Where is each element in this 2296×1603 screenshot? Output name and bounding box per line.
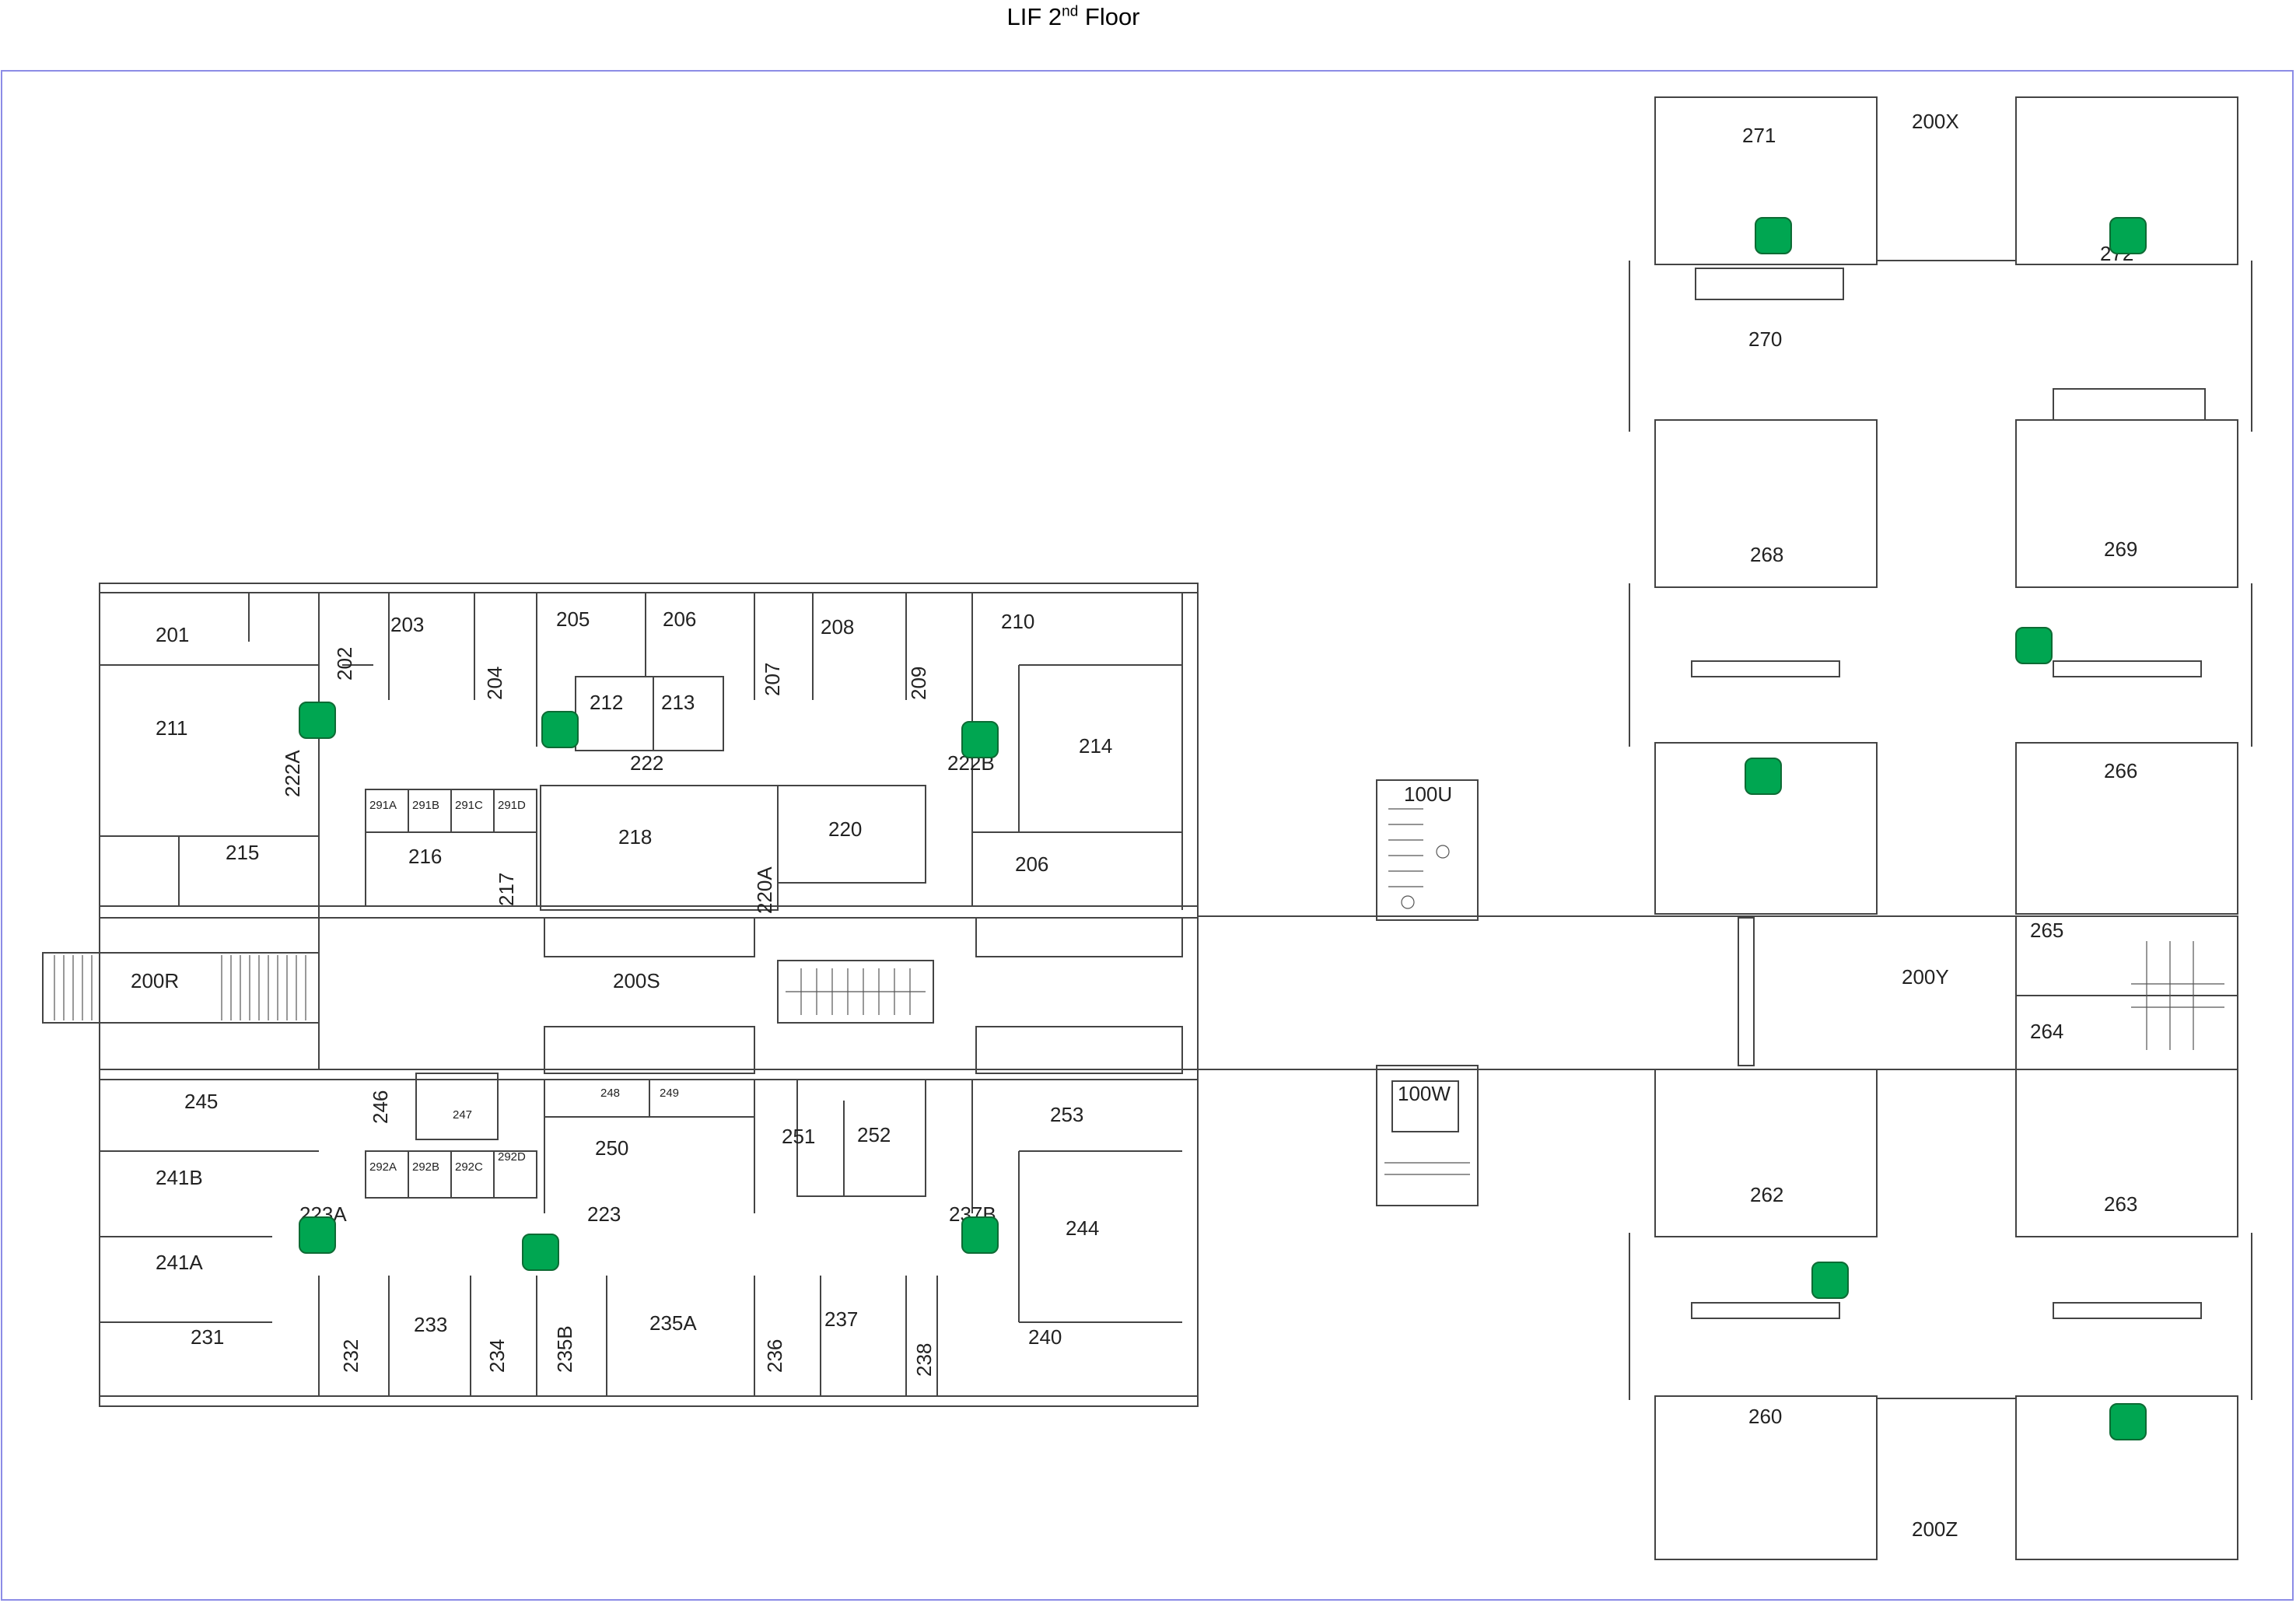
room-label: 100U — [1404, 782, 1452, 806]
room-label: 292B — [412, 1160, 439, 1174]
room-label: 250 — [595, 1136, 628, 1160]
map-marker[interactable] — [1745, 758, 1782, 795]
room-label: 200X — [1912, 110, 1959, 133]
room-label: 292C — [455, 1160, 483, 1174]
map-marker[interactable] — [2109, 1403, 2147, 1440]
room-label: 247 — [453, 1108, 472, 1122]
room-label: 203 — [390, 613, 424, 636]
location-markers — [299, 217, 2147, 1440]
room-label: 248 — [600, 1087, 620, 1100]
map-marker[interactable] — [961, 1216, 999, 1254]
room-label: 291A — [369, 799, 397, 812]
room-label: 271 — [1742, 124, 1776, 147]
map-marker[interactable] — [541, 711, 579, 748]
room-label: 241A — [156, 1251, 203, 1274]
connector-walls — [1198, 779, 1664, 1206]
room-label: 231 — [191, 1325, 224, 1349]
room-label: 217 — [495, 873, 518, 906]
room-label: 202 — [333, 647, 356, 681]
room-label: 220A — [753, 866, 776, 914]
map-marker[interactable] — [2109, 217, 2147, 254]
map-marker[interactable] — [961, 721, 999, 758]
room-label: 211 — [156, 716, 187, 740]
map-marker[interactable] — [2015, 627, 2053, 664]
room-label: 234 — [485, 1339, 509, 1373]
room-label: 214 — [1079, 734, 1112, 758]
room-label: 215 — [226, 841, 259, 864]
room-label: 245 — [184, 1090, 218, 1113]
room-label: 238 — [912, 1343, 936, 1377]
room-label: 209 — [907, 667, 930, 700]
room-label: 268 — [1750, 543, 1783, 566]
room-label: 222 — [630, 751, 663, 775]
room-label: 263 — [2104, 1192, 2137, 1216]
room-label: 222A — [281, 750, 304, 797]
room-label: 237 — [824, 1307, 858, 1331]
room-label: 292D — [498, 1150, 526, 1164]
room-label: 252 — [857, 1123, 891, 1146]
map-frame — [1, 70, 2294, 1601]
room-label: 236 — [763, 1339, 786, 1373]
map-marker[interactable] — [299, 702, 336, 739]
room-label: 269 — [2104, 537, 2137, 561]
room-label: 223 — [587, 1202, 621, 1226]
room-label: 291C — [455, 799, 483, 812]
room-label: 200Z — [1912, 1517, 1958, 1541]
room-label: 218 — [618, 825, 652, 849]
room-label: 212 — [590, 691, 623, 714]
room-label: 235B — [553, 1325, 576, 1373]
room-label: 206 — [663, 607, 696, 631]
room-label: 200Y — [1902, 965, 1949, 989]
room-label: 291D — [498, 799, 526, 812]
room-label: 241B — [156, 1166, 203, 1189]
room-label: 200S — [613, 969, 660, 992]
room-label: 246 — [369, 1090, 392, 1124]
room-label: 205 — [556, 607, 590, 631]
room-label: 264 — [2030, 1020, 2063, 1043]
room-label: 262 — [1750, 1183, 1783, 1206]
room-label: 213 — [661, 691, 695, 714]
map-marker[interactable] — [299, 1216, 336, 1254]
room-label: 253 — [1050, 1103, 1083, 1126]
room-label: 233 — [414, 1313, 447, 1336]
room-label: 270 — [1748, 327, 1782, 351]
room-label: 220 — [828, 817, 862, 841]
room-labels: 201 202 203 204 205 206 207 208 209 210 … — [131, 110, 2137, 1541]
map-title: LIF 2nd Floor — [1006, 3, 1140, 30]
room-label: 207 — [761, 663, 784, 696]
room-label: 240 — [1028, 1325, 1062, 1349]
room-label: 208 — [821, 615, 854, 639]
right-wing-walls — [1629, 96, 2252, 1560]
room-label: 204 — [483, 667, 506, 700]
room-label: 206 — [1015, 852, 1048, 876]
room-label: 216 — [408, 845, 442, 868]
room-label: 251 — [782, 1125, 815, 1148]
room-label: 266 — [2104, 759, 2137, 782]
map-marker[interactable] — [1811, 1262, 1849, 1299]
room-label: 265 — [2030, 919, 2063, 942]
room-label: 249 — [660, 1087, 679, 1100]
room-label: 260 — [1748, 1405, 1782, 1428]
room-label: 235A — [649, 1311, 697, 1335]
map-marker[interactable] — [1755, 217, 1792, 254]
room-label: 244 — [1066, 1216, 1099, 1240]
room-label: 292A — [369, 1160, 397, 1174]
room-label: 291B — [412, 799, 439, 812]
room-label: 201 — [156, 623, 189, 646]
left-wing-walls — [42, 583, 1199, 1407]
map-marker[interactable] — [522, 1234, 559, 1271]
room-label: 210 — [1001, 610, 1034, 633]
room-label: 232 — [339, 1339, 362, 1373]
room-label: 100W — [1398, 1082, 1451, 1105]
room-label: 200R — [131, 969, 179, 992]
